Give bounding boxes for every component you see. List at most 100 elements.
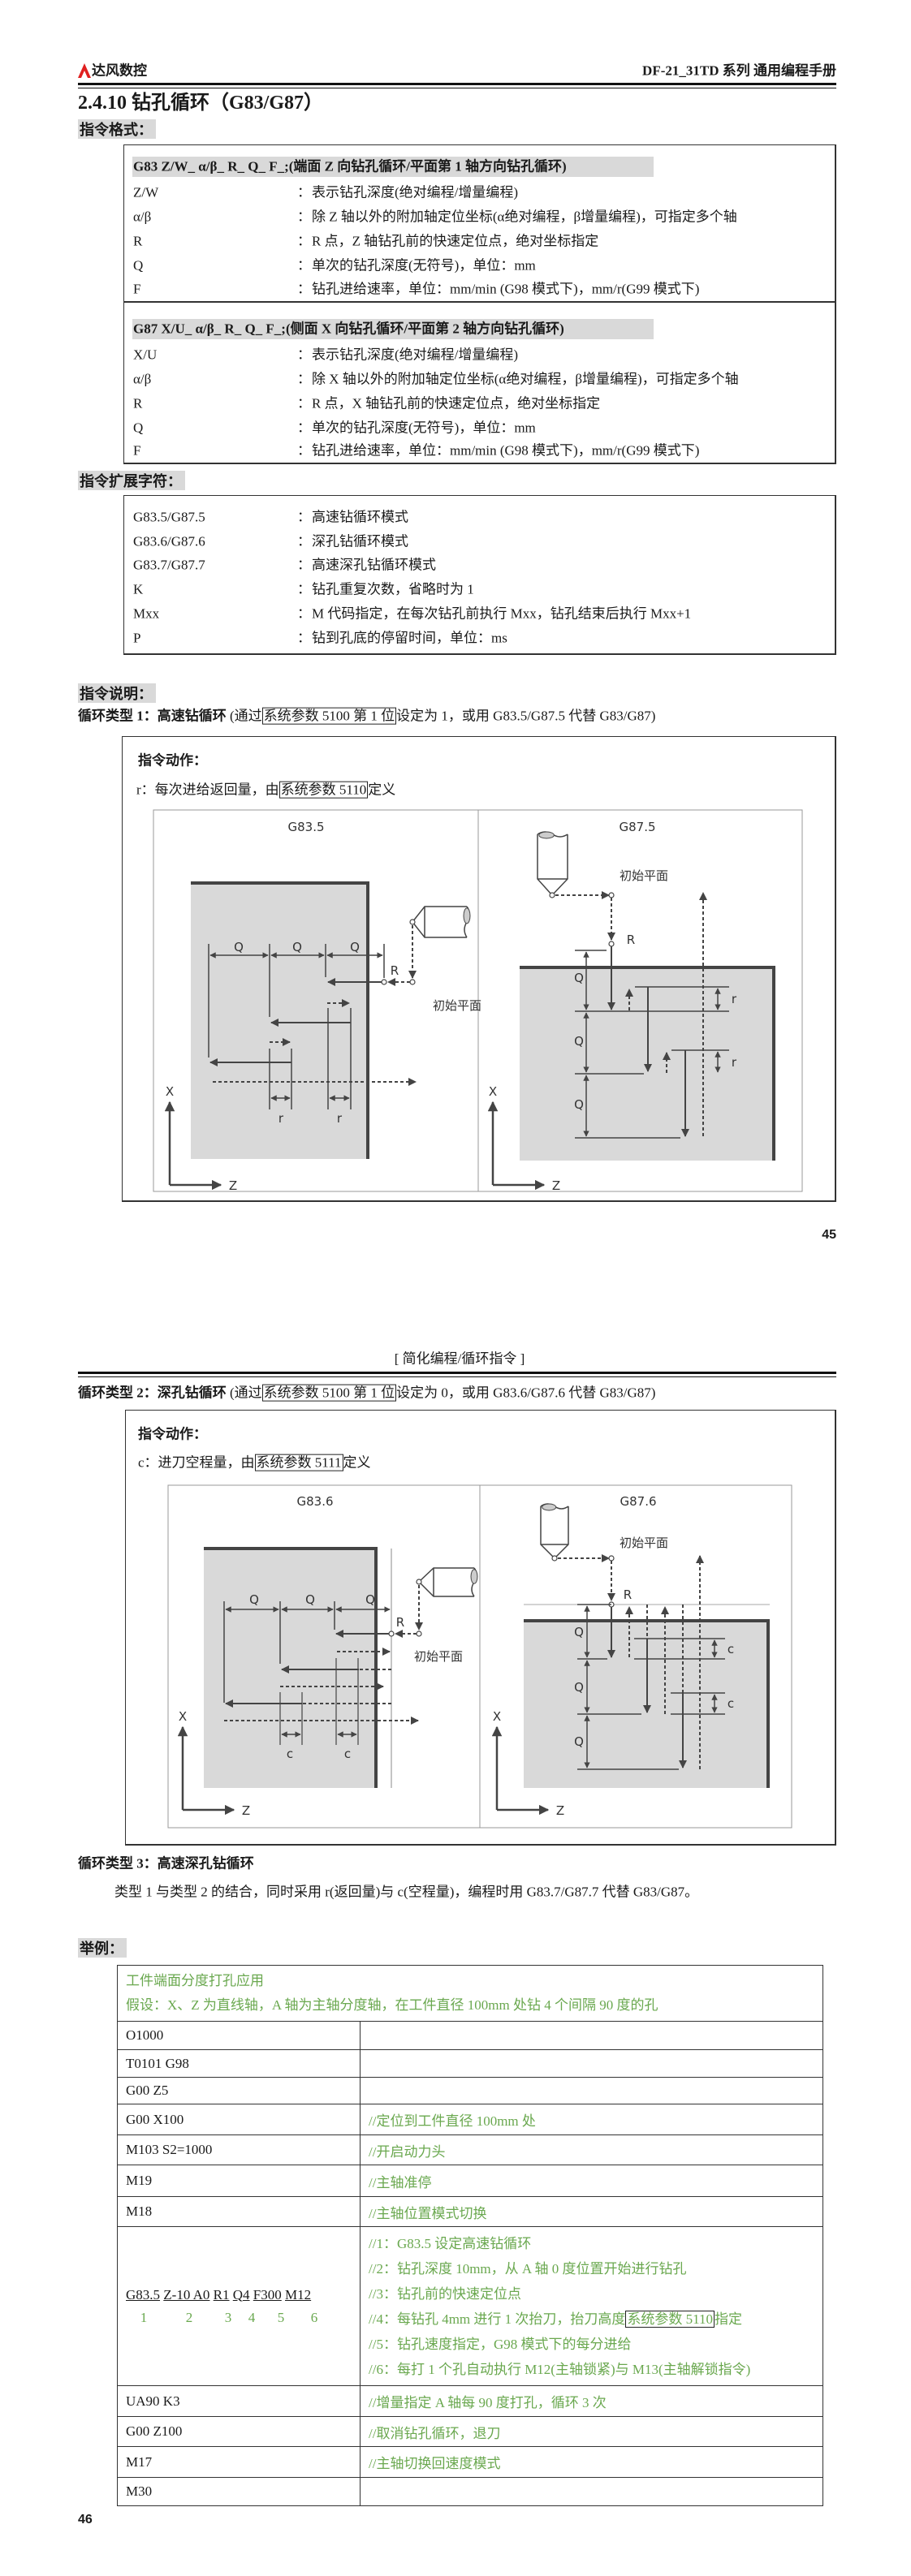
- workpiece-edge: [524, 1619, 770, 1788]
- ext-colon: ：: [297, 557, 311, 573]
- g83-format-box: G83 Z/W_ α/β_ R_ Q_ F_;(端面 Z 向钻孔循环/平面第 1…: [123, 144, 836, 303]
- param-colon: ：: [297, 209, 311, 225]
- table-row: O1000: [117, 2021, 823, 2050]
- code-segment: Z-10 A0: [163, 2286, 210, 2302]
- r-point-label: R: [396, 1615, 404, 1630]
- r-label: r: [337, 1111, 343, 1126]
- type1-param: 系统参数 5100 第 1 位: [261, 707, 397, 725]
- comment-text: 指定: [715, 2311, 743, 2327]
- type3-title: 循环类型 3：高速深孔钻循环: [78, 1855, 254, 1872]
- point-marker: [381, 979, 387, 985]
- point-marker: [608, 892, 615, 898]
- comment-cell: //主轴切换回速度模式: [360, 2446, 823, 2478]
- r-label: r: [732, 992, 737, 1006]
- segment-number: 4: [248, 2309, 256, 2325]
- workpiece-edge: [191, 881, 369, 1159]
- table-row: M30: [117, 2477, 823, 2506]
- g875-title: G87.5: [619, 820, 655, 834]
- z-axis-label: Z: [556, 1803, 564, 1818]
- page-number: 46: [78, 2513, 93, 2527]
- code-cell: G00 Z100: [117, 2416, 361, 2447]
- param-colon: ：: [297, 257, 311, 274]
- drill-tool-end: [542, 1503, 557, 1511]
- initial-plane-label: 初始平面: [414, 1649, 463, 1664]
- ext-key: G83.6/G87.6: [133, 533, 205, 549]
- code-segment: M12: [285, 2286, 312, 2302]
- note-param: 系统参数 5110: [278, 781, 369, 799]
- ext-colon: ：: [297, 630, 311, 646]
- q-label: Q: [574, 1680, 584, 1695]
- drill-tool-icon: [412, 906, 470, 938]
- segment-number: 5: [277, 2309, 285, 2325]
- r-label: r: [732, 1055, 737, 1070]
- x-axis-label: X: [166, 1084, 174, 1099]
- code-cell: M18: [117, 2196, 361, 2227]
- param-desc: 表示钻孔深度(绝对编程/增量编程): [312, 184, 519, 200]
- type3-desc: 类型 1 与类型 2 的结合，同时采用 r(返回量)与 c(空程量)，编程时用 …: [114, 1884, 699, 1900]
- x-axis-label: X: [489, 1084, 497, 1099]
- type1-action-label: 指令动作：: [138, 752, 207, 769]
- table-row: G00 Z100//取消钻孔循环，退刀: [117, 2416, 823, 2447]
- g876-title: G87.6: [620, 1494, 656, 1509]
- header-rule: [78, 1372, 836, 1374]
- type2-title: 循环类型 2：深孔钻循环: [78, 1385, 227, 1401]
- code-cell: O1000: [117, 2021, 361, 2050]
- ext-key: Mxx: [133, 605, 160, 622]
- drill-tool-icon: [540, 1503, 569, 1559]
- note-text: 定义: [343, 1454, 371, 1471]
- r-point-label: R: [624, 1587, 632, 1602]
- g87-heading: G87 X/U_ α/β_ R_ Q_ F_;(侧面 X 向钻孔循环/平面第 2…: [133, 321, 564, 337]
- q-label: Q: [574, 1734, 584, 1749]
- format-label: 指令格式：: [78, 119, 156, 139]
- c-label: c: [344, 1747, 351, 1761]
- param-desc: 除 Z 轴以外的附加轴定位坐标(α绝对编程，β增量编程)，可指定多个轴: [312, 209, 737, 225]
- code-cell: UA90 K3: [117, 2385, 361, 2417]
- type2-action-label: 指令动作：: [138, 1426, 207, 1442]
- note-text: 定义: [368, 782, 396, 798]
- comment-cell: [360, 2477, 823, 2506]
- type1-post: 设定为 1，或用 G83.5/G87.5 代替 G83/G87): [396, 708, 656, 724]
- comment-line: //2：钻孔深度 10mm，从 A 轴 0 度位置开始进行钻孔: [369, 2260, 687, 2277]
- g83-heading: G83 Z/W_ α/β_ R_ Q_ F_;(端面 Z 向钻孔循环/平面第 1…: [133, 158, 567, 174]
- cycle-code: G83.5 Z-10 A0 R1 Q4 F300 M12: [126, 2287, 360, 2303]
- param-desc: 单次的钻孔深度(无符号)，单位：mm: [312, 257, 536, 274]
- comment-line: //6：每打 1 个孔自动执行 M12(主轴锁紧)与 M13(主轴解锁指令): [369, 2361, 751, 2377]
- segment-number: 3: [224, 2309, 232, 2325]
- param-colon: ：: [297, 281, 311, 297]
- example-label: 举例：: [78, 1938, 127, 1958]
- note-param: 系统参数 5111: [254, 1454, 343, 1471]
- ext-desc: 钻孔重复次数，省略时为 1: [312, 581, 474, 597]
- param-colon: ：: [297, 442, 311, 459]
- g87-heading-bg: [132, 319, 654, 339]
- example-assumption: 假设：X、Z 为直线轴，A 轴为主轴分度轴，在工件直径 100mm 处钻 4 个…: [126, 1997, 658, 2013]
- param-desc: 钻孔进给速率，单位：mm/min (G98 模式下)，mm/r(G99 模式下): [312, 281, 700, 297]
- drill-tool-icon: [537, 831, 568, 896]
- comment-line: //5：钻孔速度指定，G98 模式下的每分进给: [369, 2336, 632, 2352]
- ext-desc: 钻到孔底的停留时间，单位：ms: [312, 630, 507, 646]
- ext-colon: ：: [297, 533, 311, 549]
- param-key: α/β: [133, 209, 152, 225]
- q-label: Q: [574, 971, 584, 985]
- x-axis-label: X: [179, 1709, 187, 1724]
- g836-title: G83.6: [296, 1494, 333, 1509]
- code-segment: G83.5: [126, 2286, 161, 2302]
- ext-colon: ：: [297, 605, 311, 622]
- workpiece-edge: [204, 1547, 378, 1788]
- comment-cell: //增量指定 A 轴每 90 度打孔，循环 3 次: [360, 2385, 823, 2417]
- note-text: r：每次进给返回量，由: [136, 782, 279, 798]
- initial-plane-label: 初始平面: [620, 868, 668, 883]
- param-colon: ：: [297, 233, 311, 249]
- param-key: R: [133, 233, 143, 249]
- table-row: UA90 K3//增量指定 A 轴每 90 度打孔，循环 3 次: [117, 2385, 823, 2417]
- drill-tool-end: [470, 1569, 478, 1584]
- r-point-label: R: [391, 963, 399, 978]
- param-colon: ：: [297, 371, 311, 387]
- example-table: 工件端面分度打孔应用 假设：X、Z 为直线轴，A 轴为主轴分度轴，在工件直径 1…: [117, 1965, 823, 2506]
- example-title: 工件端面分度打孔应用: [126, 1973, 264, 1988]
- comment-cell: //开启动力头: [360, 2134, 823, 2165]
